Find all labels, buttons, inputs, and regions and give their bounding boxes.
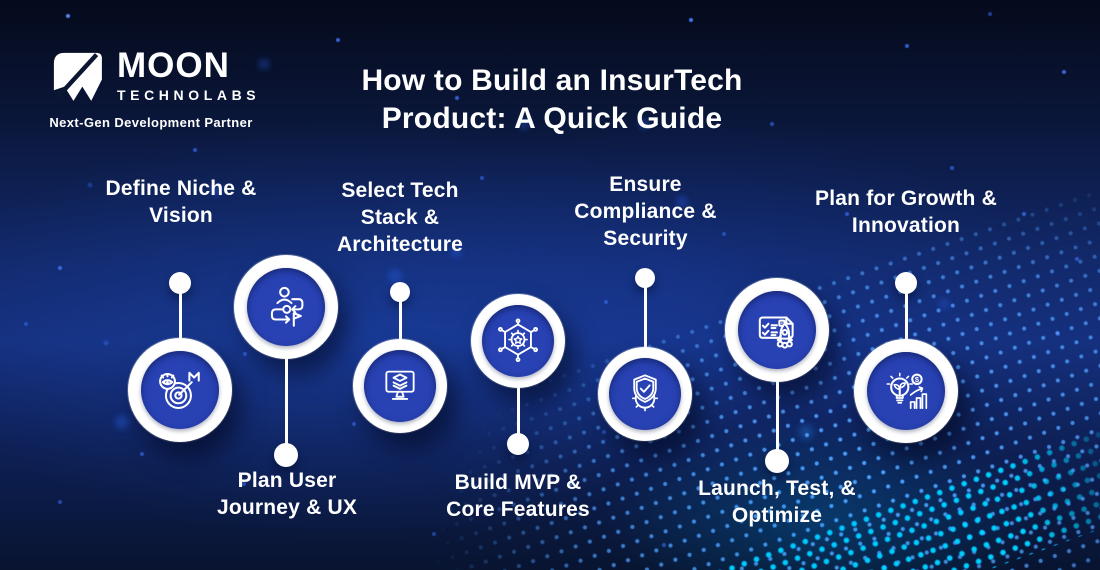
step-circle [598, 347, 692, 441]
connector-line [904, 283, 908, 343]
connector-line [643, 278, 647, 351]
page-title: How to Build an InsurTech Product: A Qui… [287, 62, 817, 138]
timeline-node-dot [274, 443, 298, 467]
connector-line [284, 352, 288, 455]
page-title-line2: Product: A Quick Guide [381, 102, 723, 136]
target-vision-icon [159, 371, 200, 409]
connector-line [398, 292, 402, 344]
brand-name: MOON [117, 46, 230, 85]
timeline-node-dot [507, 433, 529, 455]
step-label: Launch, Test, & Optimize [698, 477, 856, 527]
step-circle [353, 339, 447, 433]
user-journey-flow-icon [270, 286, 304, 327]
background-particles [0, 0, 4, 4]
timeline-node-dot [765, 449, 789, 473]
page-title-line1: How to Build an InsurTech [361, 64, 743, 97]
brand-logo: MOON TECHNOLABS Next-Gen Development Par… [45, 44, 257, 130]
bulb-growth-chart-icon: $ [886, 372, 928, 410]
monitor-layers-icon [385, 370, 415, 400]
brand-subname: TECHNOLABS [117, 87, 261, 103]
connector-line [516, 382, 520, 444]
step-circle [725, 278, 829, 382]
connector-line [178, 283, 182, 343]
connector-line [775, 375, 779, 461]
gear-network-icon [498, 318, 538, 363]
moon-technolabs-logo-icon [53, 52, 102, 101]
step-label: Plan User Journey & UX [216, 469, 358, 519]
step-label: Ensure Compliance & Security [574, 173, 717, 250]
background-bokeh-dots [0, 0, 8, 8]
step-circle [471, 294, 565, 388]
step-label: Build MVP & Core Features [446, 471, 590, 521]
shield-check-icon [631, 374, 659, 412]
step-circle [128, 338, 232, 442]
step-label: Define Niche & Vision [105, 177, 257, 227]
step-circle [234, 255, 338, 359]
step-label: Select Tech Stack & Architecture [336, 179, 464, 256]
svg-text:$: $ [915, 375, 920, 384]
checklist-rocket-icon [758, 316, 794, 349]
step-circle: $ [854, 339, 958, 443]
brand-tagline: Next-Gen Development Partner [49, 115, 253, 130]
step-label: Plan for Growth & Innovation [815, 187, 997, 237]
